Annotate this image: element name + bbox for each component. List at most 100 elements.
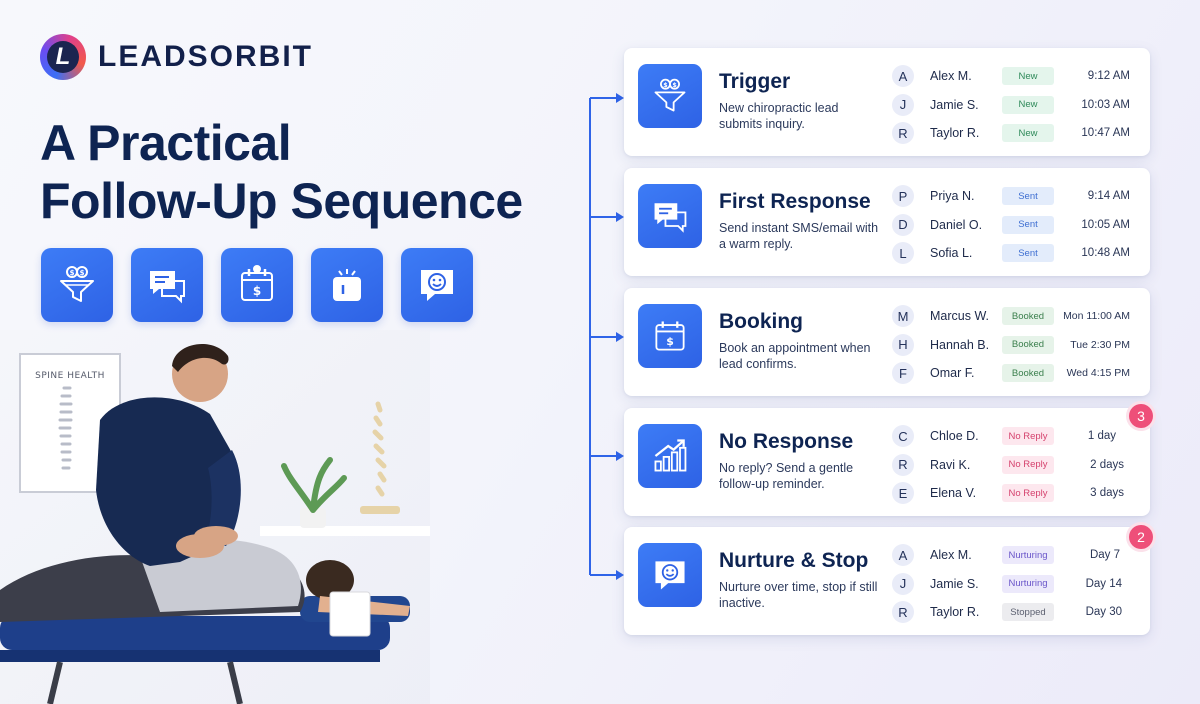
svg-text:$: $ (672, 82, 676, 89)
lead-time: 10:05 AM (1081, 218, 1130, 231)
lead-time: 3 days (1090, 487, 1124, 500)
brand-name: LEADSORBIT (98, 40, 313, 73)
status-badge: Sent (1002, 244, 1054, 263)
lead-row[interactable]: C Chloe D. No Reply 1 day (892, 422, 1142, 451)
chiropractor-photo: SPINE HEALTH (0, 330, 430, 704)
avatar: L (892, 242, 914, 265)
lead-time: Tue 2:30 PM (1070, 338, 1130, 351)
status-badge: Sent (1002, 187, 1054, 206)
avatar: J (892, 93, 914, 116)
step-description: New chiropractic lead submits inquiry. (719, 101, 839, 131)
feature-icon-row: $$ $ (41, 248, 473, 322)
step-card-first-response[interactable]: First Response Send instant SMS/email wi… (624, 168, 1150, 276)
status-badge: Nurturing (1002, 546, 1054, 565)
avatar: A (892, 65, 914, 88)
step-card-nurture-stop[interactable]: Nurture & Stop Nurture over time, stop i… (624, 527, 1150, 635)
lead-name: Alex M. (930, 69, 972, 84)
lead-time: Day 14 (1085, 577, 1122, 590)
lead-row[interactable]: R Taylor R. New 10:47 AM (892, 119, 1142, 148)
funnel-dollar-icon: $$ (638, 64, 702, 128)
avatar: C (892, 425, 914, 448)
avatar: D (892, 213, 914, 236)
lead-name: Jamie S. (930, 576, 979, 591)
no-response-count-badge: 3 (1129, 404, 1153, 428)
status-badge: No Reply (1002, 455, 1054, 474)
message-ping-icon (311, 248, 383, 322)
status-badge: Booked (1002, 364, 1054, 383)
step-title: Trigger (719, 70, 791, 93)
rising-chart-icon (638, 424, 702, 488)
svg-text:$: $ (253, 284, 261, 298)
status-badge: Booked (1002, 335, 1054, 354)
funnel-dollar-icon: $$ (41, 248, 113, 322)
step-description: Book an appointment when lead confirms. (719, 341, 871, 371)
lead-time: Mon 11:00 AM (1063, 310, 1130, 323)
step-title: Booking (719, 310, 803, 333)
step-title: First Response (719, 190, 871, 213)
lead-time: Day 30 (1085, 606, 1122, 619)
status-badge: No Reply (1002, 484, 1054, 503)
spine-model (372, 401, 387, 497)
status-badge: No Reply (1002, 427, 1054, 446)
lead-name: Alex M. (930, 548, 972, 563)
lead-time: Wed 4:15 PM (1066, 367, 1130, 380)
chat-bubbles-icon (131, 248, 203, 322)
step-description: Send instant SMS/email with a warm reply… (719, 221, 879, 251)
svg-text:$: $ (663, 82, 667, 89)
poster-text: SPINE HEALTH (35, 371, 105, 381)
status-badge: New (1002, 124, 1054, 143)
smile-bubble-icon (401, 248, 473, 322)
headline-line-2: Follow-Up Sequence (40, 173, 523, 229)
svg-text:$: $ (80, 269, 85, 277)
lead-time: 10:47 AM (1081, 127, 1130, 140)
lead-name: Sofia L. (930, 246, 973, 261)
status-badge: Stopped (1002, 603, 1054, 622)
lead-name: Daniel O. (930, 217, 983, 232)
step-card-booking[interactable]: $ Booking Book an appointment when lead … (624, 288, 1150, 396)
avatar: R (892, 122, 914, 145)
avatar: A (892, 544, 914, 567)
lead-row[interactable]: J Jamie S. Nurturing Day 14 (892, 570, 1142, 599)
avatar: J (892, 572, 914, 595)
avatar: R (892, 453, 914, 476)
step-description: No reply? Send a gentle follow-up remind… (719, 461, 854, 491)
calendar-dollar-icon: $ (638, 304, 702, 368)
lead-name: Taylor R. (930, 605, 980, 620)
logo-mark-icon: L (40, 34, 86, 80)
lead-name: Taylor R. (930, 126, 980, 141)
lead-name: Omar F. (930, 366, 975, 381)
status-badge: New (1002, 67, 1054, 86)
step-card-trigger[interactable]: $$ Trigger New chiropractic lead submits… (624, 48, 1150, 156)
lead-name: Chloe D. (930, 429, 979, 444)
lead-row[interactable]: F Omar F. Booked Wed 4:15 PM (892, 359, 1142, 388)
status-badge: Nurturing (1002, 574, 1054, 593)
lead-name: Priya N. (930, 189, 975, 204)
svg-text:$: $ (70, 269, 75, 277)
step-title: Nurture & Stop (719, 549, 869, 572)
lead-time: 1 day (1087, 430, 1116, 443)
status-badge: New (1002, 95, 1054, 114)
step-card-no-response[interactable]: No Response No reply? Send a gentle foll… (624, 408, 1150, 516)
lead-name: Ravi K. (930, 457, 971, 472)
avatar: M (892, 305, 914, 328)
lead-name: Elena V. (930, 486, 977, 501)
lead-time: 10:03 AM (1081, 98, 1130, 111)
avatar: F (892, 362, 914, 385)
step-description: Nurture over time, stop if still inactiv… (719, 580, 878, 610)
